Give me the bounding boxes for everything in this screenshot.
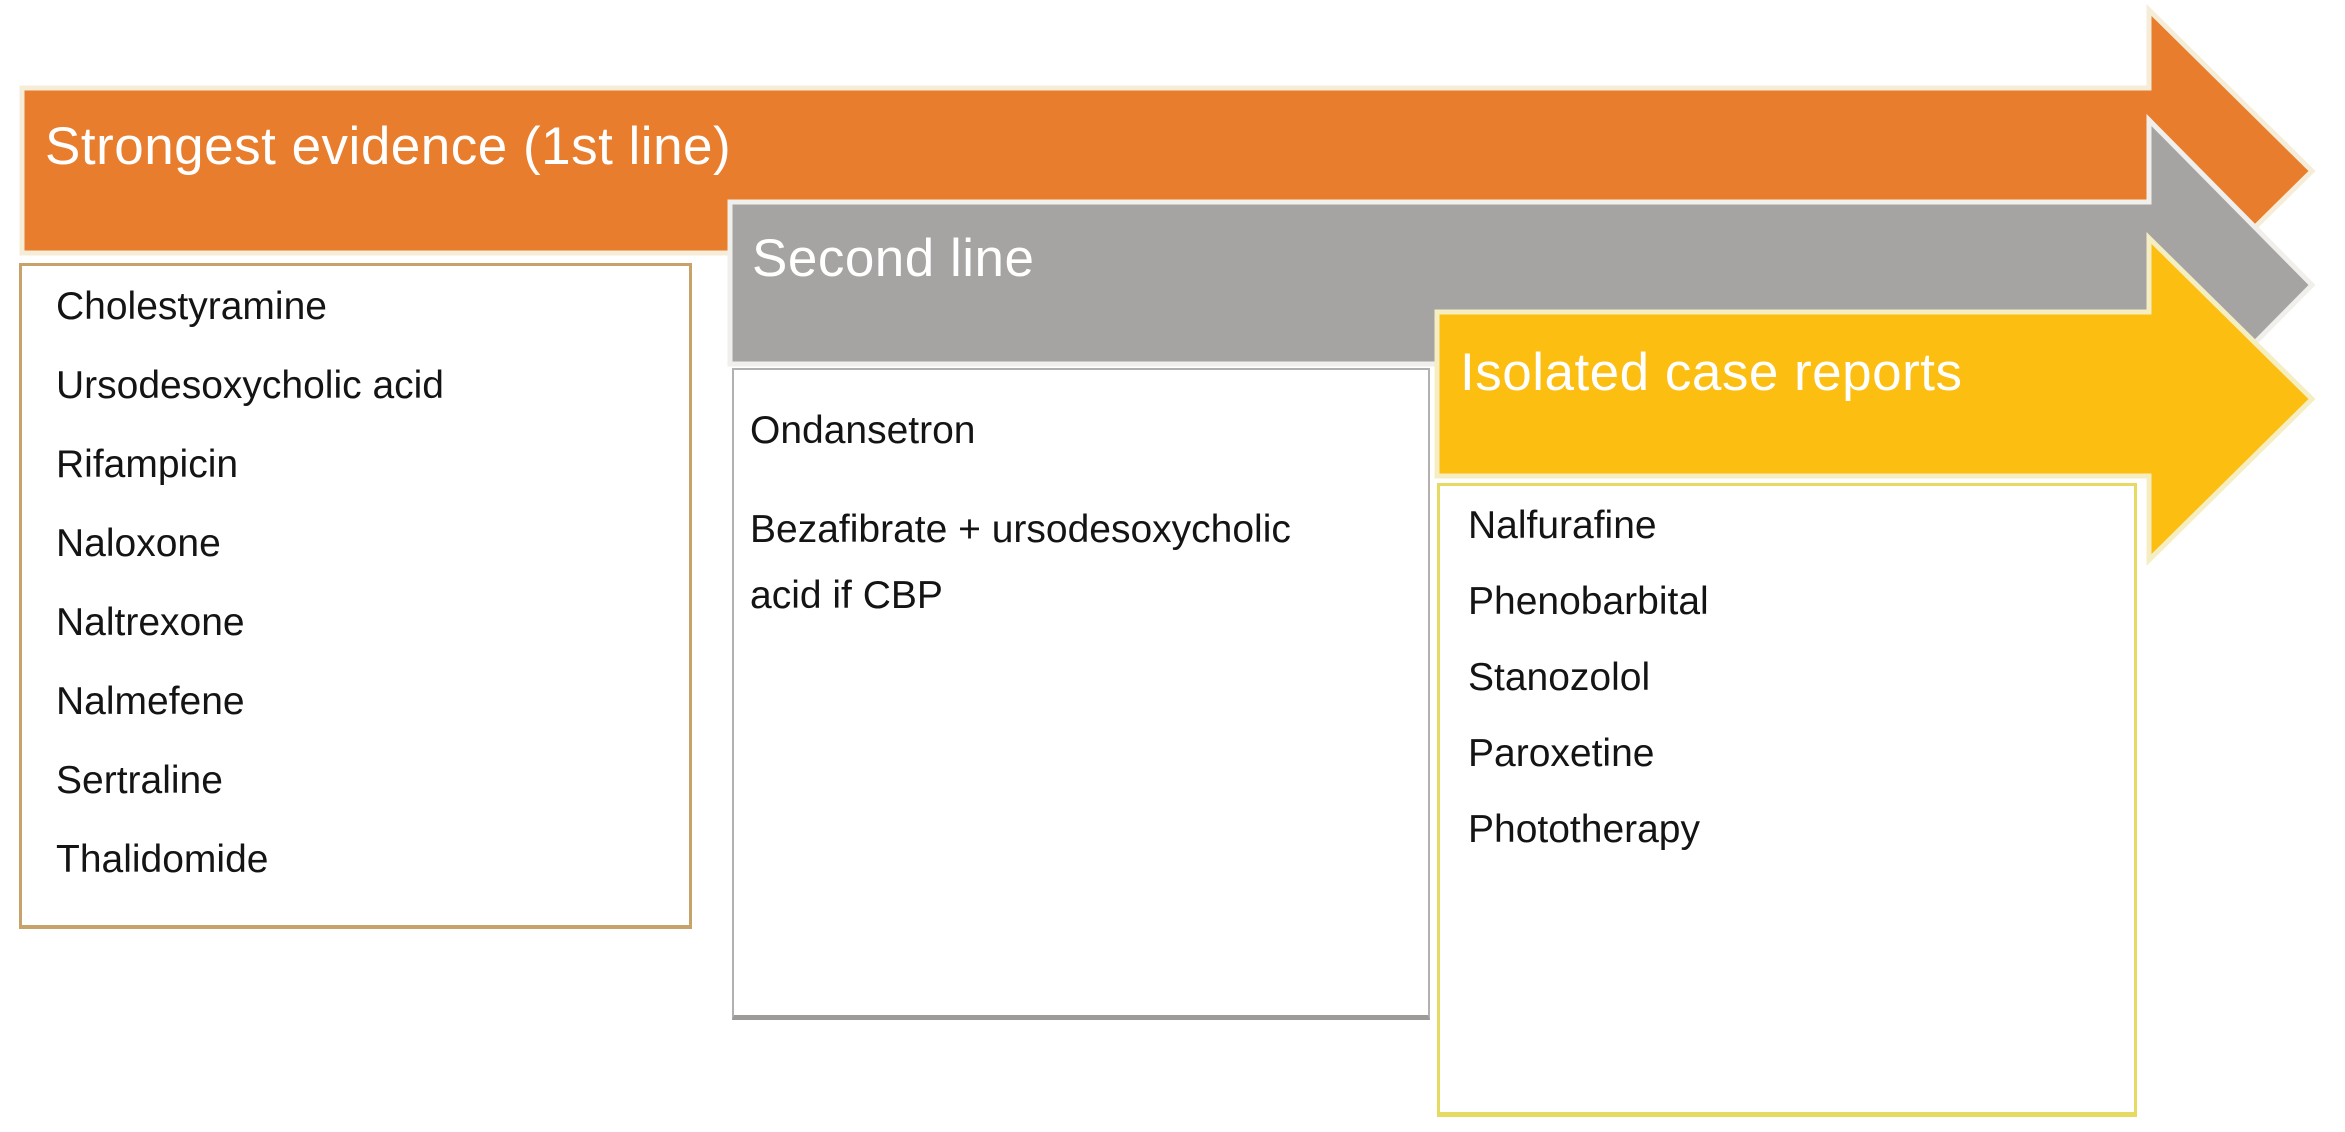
list-item: Ursodesoxycholic acid xyxy=(56,364,445,407)
first-line-banner-title: Strongest evidence (1st line) xyxy=(45,117,732,176)
list-item: Paroxetine xyxy=(1468,732,1655,775)
list-item: Sertraline xyxy=(56,759,223,802)
list-item: Thalidomide xyxy=(56,838,269,881)
second-line-banner-title: Second line xyxy=(752,229,1035,288)
isolated-case-reports-banner-title: Isolated case reports xyxy=(1460,343,1963,402)
list-item: Rifampicin xyxy=(56,443,239,486)
list-item: Phenobarbital xyxy=(1468,580,1709,623)
list-item: Bezafibrate + ursodesoxycholic acid if C… xyxy=(750,508,1291,617)
list-item: Phototherapy xyxy=(1468,808,1701,851)
list-item: Nalfurafine xyxy=(1468,504,1657,547)
list-item: Cholestyramine xyxy=(56,285,327,328)
list-item: Ondansetron xyxy=(750,409,976,452)
list-item: Nalmefene xyxy=(56,680,245,723)
list-item: Naltrexone xyxy=(56,601,245,644)
isolated-case-reports-arrow xyxy=(1434,232,2316,566)
list-item: Naloxone xyxy=(56,522,221,565)
list-item: Stanozolol xyxy=(1468,656,1651,699)
